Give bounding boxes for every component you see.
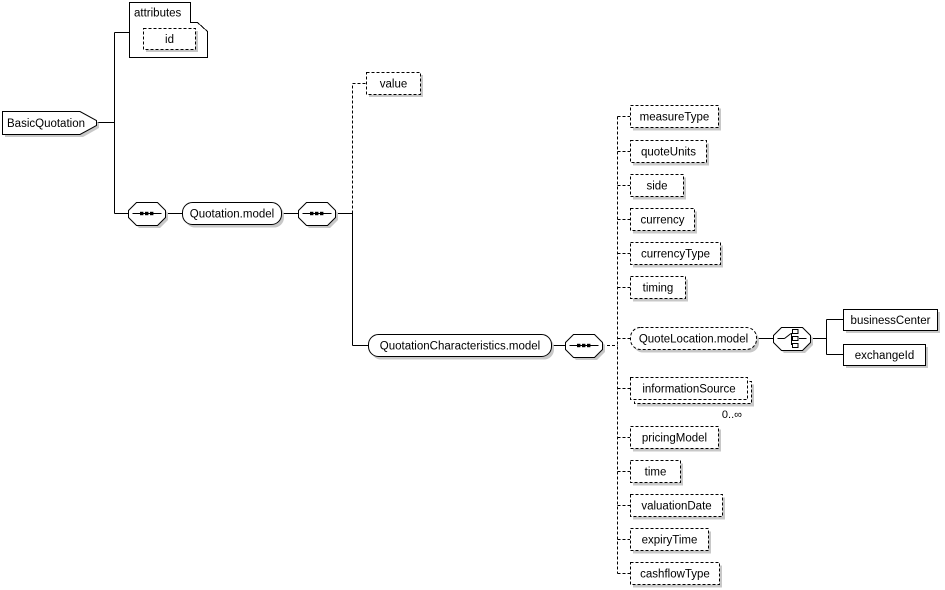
element-currencytype[interactable]: currencyType: [630, 242, 724, 268]
attribute-id-label: id: [165, 34, 174, 46]
element-expirytime-label: expiryTime: [642, 535, 698, 547]
sequence-icon-dot: [582, 343, 586, 348]
choice-icon-switch: [777, 333, 807, 345]
sequence-icon-dot: [310, 211, 314, 216]
element-expirytime[interactable]: expiryTime: [630, 528, 712, 554]
group-quotation-model[interactable]: Quotation.model: [182, 202, 285, 228]
element-measuretype-box[interactable]: [630, 105, 719, 128]
sequence-icon[interactable]: [128, 202, 169, 229]
sequence-icon-dot: [145, 211, 149, 216]
element-quoteunits[interactable]: quoteUnits: [630, 140, 710, 166]
element-expirytime-box[interactable]: [630, 528, 709, 551]
solid-connector-choice: [756, 319, 843, 355]
element-timing[interactable]: timing: [630, 276, 689, 302]
group-quotationcharacteristics-box[interactable]: [368, 334, 552, 357]
sequence-icon[interactable]: [565, 334, 606, 361]
element-currency[interactable]: currency: [630, 208, 698, 234]
element-cashflowtype-label: cashflowType: [640, 569, 710, 581]
element-value-label: value: [380, 79, 408, 91]
element-exchangeid[interactable]: exchangeId: [843, 344, 929, 369]
group-quotelocation-label: QuoteLocation.model: [639, 334, 748, 346]
group-quotation-model-label: Quotation.model: [190, 209, 274, 221]
sequence-icon-dot: [577, 343, 581, 348]
choice-icon-option: [792, 343, 799, 348]
dashed-connector-trunk: [602, 116, 630, 574]
element-pricingmodel-label: pricingModel: [642, 433, 707, 445]
choice-icon-option: [792, 329, 799, 334]
attribute-id[interactable]: id: [143, 28, 199, 53]
occurrence-label: 0..∞: [722, 409, 742, 421]
element-valuationdate-box[interactable]: [630, 494, 723, 517]
element-time-label: time: [645, 467, 667, 479]
element-businesscenter-box[interactable]: [843, 309, 938, 331]
choice-icon[interactable]: [773, 327, 814, 354]
element-valuationdate-label: valuationDate: [641, 501, 711, 513]
element-currencytype-box[interactable]: [630, 242, 721, 265]
element-exchangeid-box[interactable]: [843, 344, 926, 366]
group-quotelocation-model[interactable]: QuoteLocation.model: [630, 327, 760, 353]
solid-connector-lines-left: [97, 32, 565, 346]
element-currency-box[interactable]: [630, 208, 695, 231]
element-measuretype[interactable]: measureType: [630, 105, 722, 131]
choice-icon-option: [792, 336, 799, 341]
element-time-box[interactable]: [630, 460, 681, 483]
element-quoteunits-label: quoteUnits: [641, 147, 696, 159]
element-side-label: side: [646, 181, 667, 193]
sequence-icon-dot: [150, 211, 154, 216]
group-quotation-model-box[interactable]: [182, 202, 282, 225]
element-quoteunits-box[interactable]: [630, 140, 707, 163]
element-measuretype-label: measureType: [640, 112, 710, 124]
element-businesscenter-label: businessCenter: [851, 315, 931, 327]
sequence-icon-dot: [140, 211, 144, 216]
sequence-icon-dot: [320, 211, 324, 216]
element-pricingmodel-box[interactable]: [630, 426, 719, 449]
group-quotationcharacteristics-model[interactable]: QuotationCharacteristics.model: [368, 334, 555, 360]
dashed-connector-value: [352, 83, 366, 214]
element-value-box[interactable]: [366, 72, 421, 95]
element-currency-label: currency: [640, 215, 684, 227]
sequence-icon-dot: [315, 211, 319, 216]
element-time[interactable]: time: [630, 460, 684, 486]
attribute-id-box[interactable]: [143, 28, 196, 50]
element-exchangeid-label: exchangeId: [855, 350, 914, 362]
element-basicquotation[interactable]: BasicQuotation: [2, 111, 100, 138]
element-timing-label: timing: [643, 283, 674, 295]
element-valuationdate[interactable]: valuationDate: [630, 494, 726, 520]
element-side-box[interactable]: [630, 174, 684, 197]
element-informationsource-box[interactable]: [630, 377, 748, 400]
element-pricingmodel[interactable]: pricingModel: [630, 426, 722, 452]
element-businesscenter[interactable]: businessCenter: [843, 309, 941, 334]
element-value[interactable]: value: [366, 72, 424, 98]
element-side[interactable]: side: [630, 174, 687, 200]
group-quotationcharacteristics-label: QuotationCharacteristics.model: [380, 341, 540, 353]
sequence-icon[interactable]: [298, 202, 339, 229]
element-informationsource[interactable]: informationSource 0..∞: [630, 377, 755, 422]
element-timing-box[interactable]: [630, 276, 686, 299]
attributes-title: attributes: [134, 8, 182, 20]
element-basicquotation-box[interactable]: [2, 111, 97, 135]
element-basicquotation-label: BasicQuotation: [7, 118, 85, 130]
element-cashflowtype[interactable]: cashflowType: [630, 562, 723, 588]
group-quotelocation-box[interactable]: [630, 327, 757, 350]
element-cashflowtype-box[interactable]: [630, 562, 720, 585]
element-currencytype-label: currencyType: [641, 249, 710, 261]
element-informationsource-label: informationSource: [642, 384, 735, 396]
attributes-container[interactable]: attributes id: [129, 2, 208, 58]
sequence-icon-dot: [587, 343, 591, 348]
